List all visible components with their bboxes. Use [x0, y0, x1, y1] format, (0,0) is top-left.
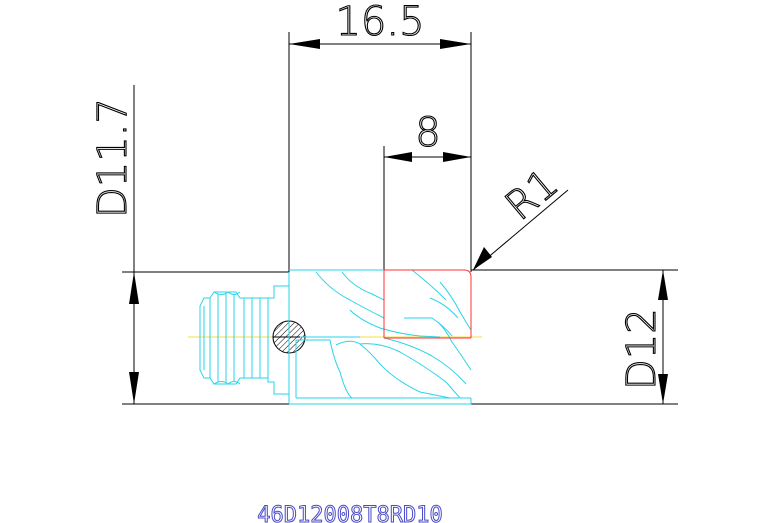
cutter-diameter-label: D12 — [619, 308, 665, 390]
part-code: 46D12008T8RD10 — [257, 503, 442, 523]
corner-radius-label: R1 — [497, 160, 567, 229]
dimension-head-length: 8 — [383, 109, 471, 272]
threaded-shank — [199, 285, 289, 395]
overall-length-label: 16.5 — [335, 0, 424, 45]
dimension-cutter-diameter: D12 — [471, 269, 678, 405]
head-length-label: 8 — [415, 110, 440, 156]
thread-diameter-label: D11.7 — [90, 98, 136, 218]
cutter-head — [288, 269, 472, 405]
dimension-thread-diameter: D11.7 — [89, 85, 289, 405]
dimension-overall-length: 16.5 — [288, 0, 472, 272]
dimension-corner-radius: R1 — [472, 160, 569, 271]
cutting-edge-profile — [383, 269, 472, 339]
tool-drawing — [188, 269, 482, 405]
